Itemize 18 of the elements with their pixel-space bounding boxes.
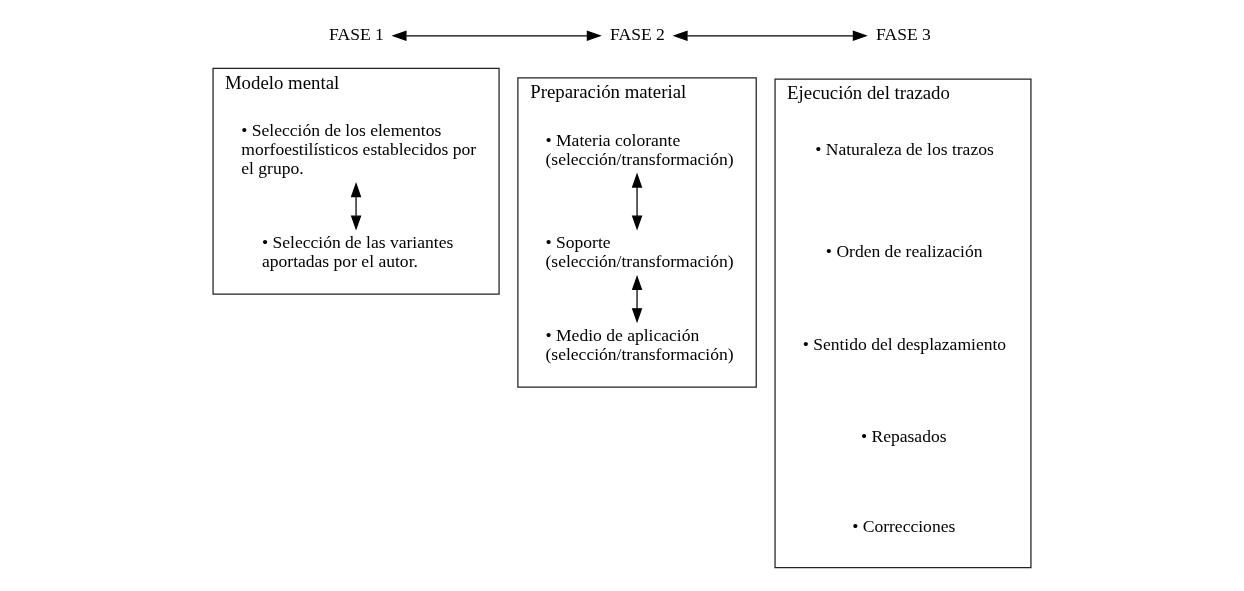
arrow (631, 275, 643, 324)
node-text: FASE 3 (876, 24, 931, 45)
node-text: • Repasados (860, 425, 947, 446)
node-text: • Medio de aplicación (selección/transformación) (545, 324, 734, 364)
node-text: FASE 1 (329, 24, 384, 45)
node-text: • Materia colorante (selección/transformación) (545, 129, 734, 169)
node-text: • Orden de realización (825, 241, 983, 262)
node-text: • Correcciones (852, 516, 956, 537)
arrow (672, 30, 868, 42)
node-text: • Selección de las variantes aportadas por el autor. (261, 232, 454, 271)
arrow (631, 172, 643, 231)
node-text: • Soporte (selección/transformación) (545, 232, 734, 271)
node-text: • Selección de los elementos morfoestilísticos establecidos por el grupo. (241, 120, 477, 179)
node-text: FASE 2 (610, 24, 665, 45)
arrow (350, 182, 362, 231)
node-text: • Naturaleza de los trazos (815, 139, 994, 160)
node-text: • Sentido del desplazamiento (802, 334, 1007, 355)
arrow (391, 30, 602, 42)
